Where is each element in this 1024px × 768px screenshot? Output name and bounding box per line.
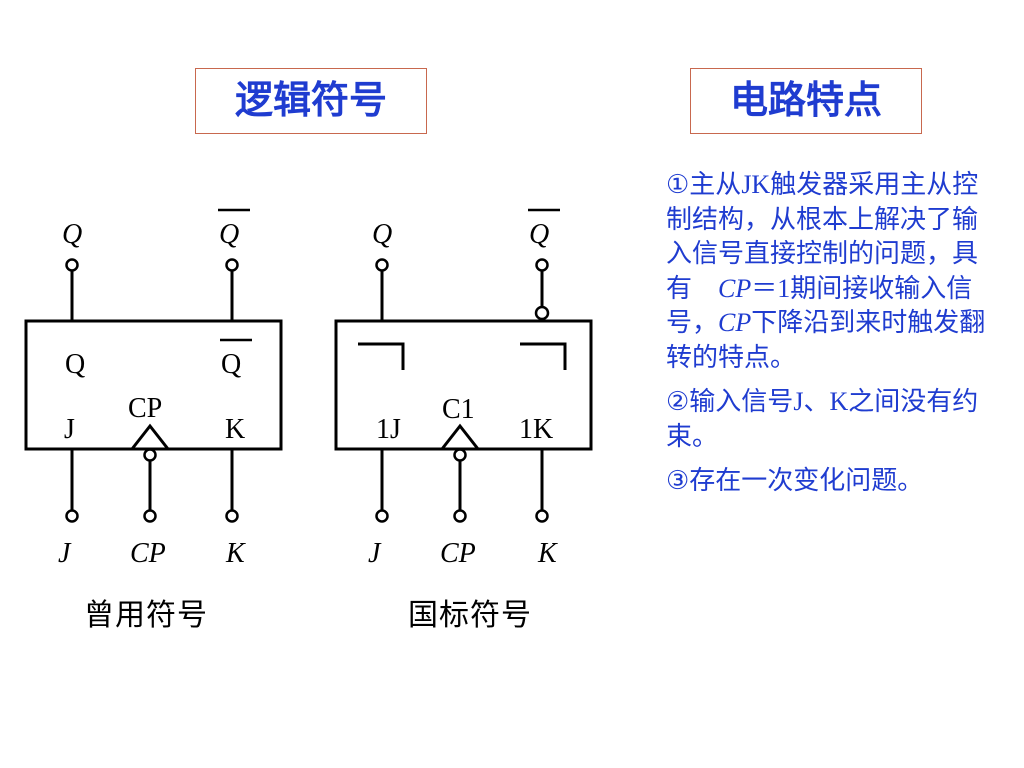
nat-out-qbar-label: Q (529, 219, 549, 250)
nat-c1-label: C1 (442, 394, 475, 425)
nat-j-label: 1J (376, 414, 401, 445)
nat-q-pin-circle (375, 258, 389, 272)
note-1-eq: ＝1 (751, 273, 791, 303)
circuit-features-notes: ①主从JK触发器采用主从控制结构，从根本上解决了输入信号直接控制的问题，具有 C… (666, 168, 996, 509)
caption-national-symbol: 国标符号 (408, 598, 532, 633)
nat-qbar-negation-bubble (534, 305, 550, 321)
note-1-part: 触发器采用主从控制结构，从根本上解决了输入信号直接控制的问题，具有 (666, 170, 979, 304)
title-logic-symbol: 逻辑符号 (195, 68, 427, 134)
old-out-q-label: Q (62, 219, 82, 250)
nat-pin-k-label: K (537, 538, 558, 569)
nat-pin-j-label: J (368, 538, 382, 569)
nat-k-pin-circle (535, 509, 549, 523)
old-out-qbar-label: Q (219, 219, 239, 250)
nat-postponed-output-qbar (520, 342, 567, 370)
old-k-label: K (225, 414, 245, 445)
note-2-part: 、 (803, 387, 830, 417)
old-in-qbar-label: Q (221, 349, 241, 380)
nat-pin-cp-label: CP (440, 538, 476, 569)
nat-j-pin-circle (375, 509, 389, 523)
old-clock-triangle (128, 423, 172, 451)
old-in-q-label: Q (65, 349, 85, 380)
old-pin-k-label: K (225, 538, 246, 569)
old-q-pin-circle (65, 258, 79, 272)
nat-cp-bubble (453, 448, 467, 462)
note-2-k: K (829, 387, 849, 416)
caption-old-symbol: 曾用符号 (84, 598, 208, 633)
note-1-jk: JK (741, 170, 771, 199)
note-1-part: 下降沿到来时触发翻转的特点。 (666, 308, 986, 373)
old-pin-cp-label: CP (130, 538, 166, 569)
old-k-pin-circle (225, 509, 239, 523)
note-1: ①主从JK触发器采用主从控制结构，从根本上解决了输入信号直接控制的问题，具有 C… (666, 168, 996, 375)
nat-clock-triangle (438, 423, 482, 451)
note-2-part: 之间没有约束。 (666, 387, 979, 452)
nat-postponed-output-q (358, 342, 405, 370)
note-1-part: ①主从 (666, 170, 742, 200)
nat-cp-pin-circle (453, 509, 467, 523)
note-2: ②输入信号J、K之间没有约束。 (666, 385, 996, 454)
nat-qbar-pin-circle (535, 258, 549, 272)
old-j-label: J (64, 414, 75, 445)
title-circuit-features: 电路特点 (690, 68, 922, 134)
note-1-cp: CP (718, 308, 752, 337)
note-1-part: 期间接收输入信号， (666, 273, 973, 339)
note-1-cp: CP (718, 273, 752, 303)
nat-out-q-label: Q (372, 219, 392, 250)
old-j-pin-circle (65, 509, 79, 523)
old-cp-label: CP (128, 393, 162, 424)
note-2-j: J (793, 387, 804, 416)
note-2-part: ②输入信号 (666, 387, 794, 417)
old-cp-bubble (143, 448, 157, 462)
old-pin-j-label: J (58, 538, 72, 569)
note-3: ③存在一次变化问题。 (666, 466, 924, 496)
old-cp-pin-circle (143, 509, 157, 523)
nat-k-label: 1K (519, 414, 553, 445)
old-qbar-pin-circle (225, 258, 239, 272)
